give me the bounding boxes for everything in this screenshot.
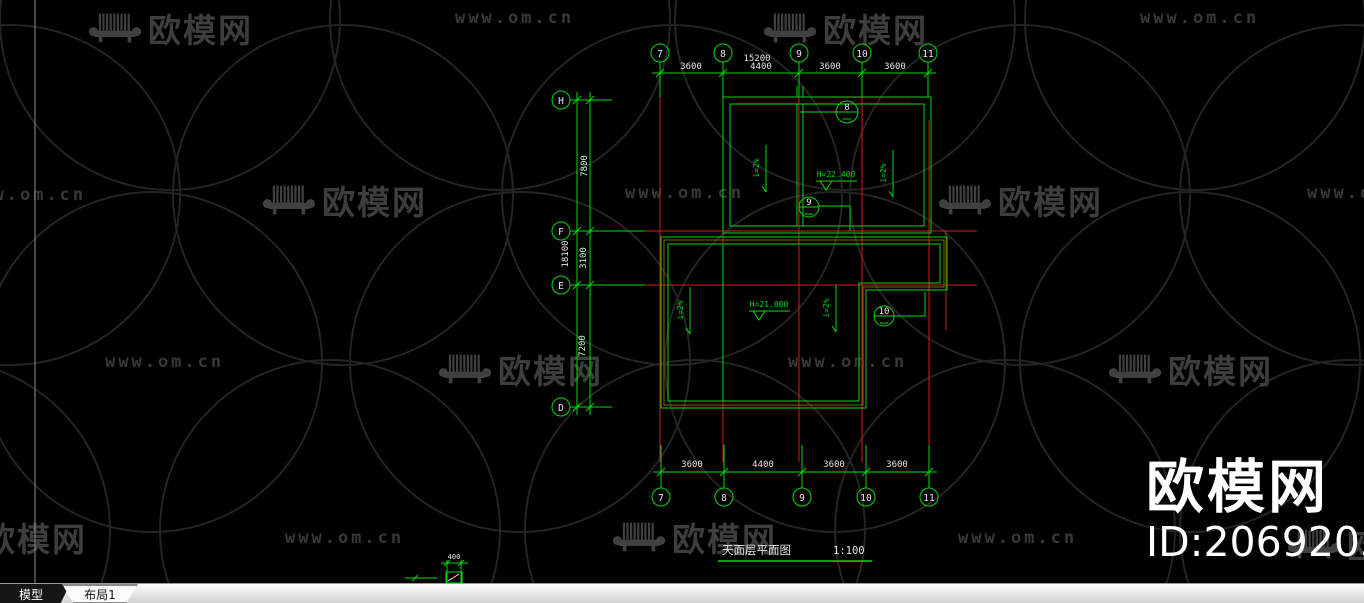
slope-text: i=2% (752, 158, 761, 177)
axis-stubs (570, 62, 930, 488)
column-axis-bubbles-top: 7 8 9 10 11 (650, 43, 938, 63)
dim-text: 7200 (578, 335, 588, 357)
tab-model[interactable]: 模型 (0, 584, 70, 603)
dim-text: 3600 (680, 62, 702, 72)
grid-lines (645, 88, 977, 462)
axis-label: 9 (799, 493, 805, 504)
dim-text: 4400 (750, 62, 772, 72)
drawing-title: 天面层平面图 (722, 543, 791, 557)
axis-label: 11 (922, 49, 934, 60)
tab-layout1[interactable]: 布局1 (62, 584, 138, 603)
axis-label: 10 (860, 493, 872, 504)
left-dimension-chain: 7800 3100 7200 18100 (561, 92, 595, 415)
dim-text: 3600 (681, 460, 703, 470)
dim-total-text: 15200 (743, 54, 770, 64)
callout-number: 10 (879, 307, 890, 317)
slope-text: i=2% (879, 163, 888, 182)
axis-label: D (558, 403, 564, 414)
axis-label: 8 (721, 493, 727, 504)
slope-text: i=2% (822, 298, 831, 317)
slope-text: i=2% (676, 300, 685, 319)
axis-label: H (558, 96, 564, 107)
level-annotation-upper: H=22.400 (816, 170, 857, 191)
dim-text: 3600 (823, 460, 845, 470)
callout-number: 8 (844, 103, 849, 113)
row-axis-bubbles: H F E D (551, 90, 571, 417)
bottom-dimension-chain: 3600 4400 3600 3600 (653, 460, 937, 477)
level-text: H=21.000 (750, 300, 789, 309)
column-axis-bubbles-bottom: 7 8 9 10 11 (651, 487, 939, 507)
axis-label: 7 (657, 49, 663, 60)
callout-number: 9 (806, 198, 811, 208)
bottom-drawing-fragment: 400 (405, 553, 468, 584)
axis-label: 9 (796, 49, 802, 60)
axis-label: E (558, 281, 564, 292)
slope-annotations (685, 145, 894, 335)
slope-texts: i=2% i=2% i=2% i=2% (676, 158, 888, 319)
dim-text: 7800 (580, 155, 590, 177)
dim-text: 3600 (884, 62, 906, 72)
level-text: H=22.400 (817, 170, 856, 179)
drawing-title-block: 天面层平面图 1:100 (718, 543, 872, 562)
axis-label: 10 (856, 49, 868, 60)
axis-label: 8 (720, 49, 726, 60)
dim-text: 4400 (752, 460, 774, 470)
dim-text: 3600 (819, 62, 841, 72)
dim-text: 3600 (886, 460, 908, 470)
top-dimension-chain: 3600 4400 3600 3600 15200 (652, 54, 936, 78)
level-annotation-lower: H=21.000 (749, 300, 790, 321)
axis-label: 7 (658, 493, 664, 504)
layout-tab-bar: 模型 布局1 (0, 583, 1364, 603)
lower-roof-outline (660, 236, 948, 409)
drawing-scale: 1:100 (833, 545, 865, 557)
fragment-dim-text: 400 (448, 553, 461, 561)
dim-text: 3100 (579, 247, 589, 269)
axis-label: F (558, 227, 564, 238)
upper-roof-outline (722, 86, 932, 234)
axis-label: 11 (923, 493, 935, 504)
dim-total-text: 18100 (561, 240, 571, 267)
detail-callouts: 8 9 10 (798, 100, 926, 327)
